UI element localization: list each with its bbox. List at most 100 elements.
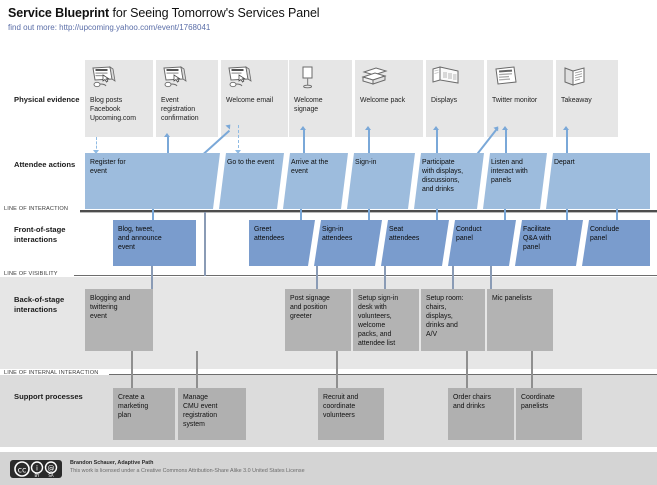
- frontstage-label: Facilitate Q&A with panel: [523, 226, 552, 251]
- evidence-card-welcome-pack[interactable]: Welcome pack: [355, 60, 423, 137]
- evidence-card-displays[interactable]: Displays: [426, 60, 484, 137]
- frontstage-conduct-panel[interactable]: Conduct panel: [448, 220, 516, 266]
- frontstage-label: Greet attendees: [254, 226, 285, 242]
- backstage-setup-signin-desk[interactable]: Setup sign-in desk with volunteers, welc…: [353, 289, 419, 351]
- arrowhead-up-takeaway: [563, 126, 569, 130]
- attendee-action-go-to-event[interactable]: Go to the event: [219, 153, 284, 209]
- backstage-label: Setup room: chairs, displays, drinks and…: [426, 295, 464, 338]
- frontstage-conclude-panel[interactable]: Conclude panel: [582, 220, 650, 266]
- backstage-post-signage[interactable]: Post signage and position greeter: [285, 289, 351, 351]
- row-label-attendee-actions: Attendee actions: [14, 160, 76, 169]
- attendee-action-sign-in[interactable]: Sign-in: [347, 153, 415, 209]
- attendee-action-label: Arrive at the event: [291, 159, 329, 175]
- evidence-card-takeaway[interactable]: Takeaway: [556, 60, 618, 137]
- connector-frontstage-seat: [436, 209, 438, 221]
- line-of-visibility-rule: [74, 275, 657, 276]
- arrowhead-up-welcome-signage: [300, 126, 306, 130]
- frontstage-label: Conduct panel: [456, 226, 482, 242]
- support-coordinate-panelists[interactable]: Coordinate panelists: [516, 388, 582, 440]
- connector-welcome-signage: [303, 130, 305, 154]
- backstage-label: Post signage and position greeter: [290, 295, 330, 320]
- svg-text:@: @: [48, 465, 55, 473]
- connector-vertical-long-left: [204, 212, 206, 276]
- evidence-label: Welcome signage: [294, 97, 323, 113]
- frontstage-blog-tweet[interactable]: Blog, tweet, and announce event: [113, 220, 196, 266]
- arrowhead-down-welcome-email: [234, 150, 241, 154]
- connector-dashed-welcome-email: [238, 125, 239, 153]
- frontstage-label: Sign-in attendees: [322, 226, 353, 242]
- connector-support-order-chairs: [466, 351, 468, 388]
- connector-support-marketing-plan: [131, 351, 133, 388]
- frontstage-signin-attendees[interactable]: Sign-in attendees: [314, 220, 382, 266]
- attendee-action-label: Register for event: [90, 159, 126, 175]
- connector-displays: [436, 130, 438, 154]
- connector-backstage-blogging: [151, 266, 153, 290]
- footer-text: Brandon Schauer, Adaptive Path This work…: [70, 460, 305, 474]
- header: Service Blueprint for Seeing Tomorrow's …: [8, 6, 320, 32]
- frontstage-greet-attendees[interactable]: Greet attendees: [249, 220, 315, 266]
- support-create-marketing-plan[interactable]: Create a marketing plan: [113, 388, 175, 440]
- attendee-action-label: Depart: [554, 159, 575, 166]
- connector-backstage-setup-room: [452, 266, 454, 290]
- frontstage-facilitate-qa[interactable]: Facilitate Q&A with panel: [515, 220, 583, 266]
- backstage-setup-room[interactable]: Setup room: chairs, displays, drinks and…: [421, 289, 485, 351]
- creative-commons-by-sa-badge-icon: cc i BY @ SA: [10, 460, 62, 478]
- line-of-visibility-label: LINE OF VISIBILITY: [4, 271, 58, 277]
- svg-text:SA: SA: [48, 473, 54, 478]
- attendee-action-label: Go to the event: [227, 159, 275, 166]
- backstage-mic-panelists[interactable]: Mic panelists: [487, 289, 553, 351]
- title-strong: Service Blueprint: [8, 6, 110, 20]
- line-of-internal-interaction-label: LINE OF INTERNAL INTERACTION: [4, 370, 99, 376]
- attendee-action-arrive[interactable]: Arrive at the event: [283, 153, 348, 209]
- evidence-card-twitter-monitor[interactable]: Twitter monitor: [487, 60, 553, 137]
- display-panels-icon: [431, 66, 461, 90]
- subtitle-link[interactable]: find out more: http://upcoming.yahoo.com…: [8, 23, 211, 32]
- attendee-action-listen[interactable]: Listen and interact with panels: [483, 153, 547, 209]
- booklet-icon: [561, 66, 591, 90]
- svg-text:i: i: [36, 465, 38, 473]
- support-manage-cmu-system[interactable]: Manage CMU event registration system: [178, 388, 246, 440]
- evidence-label: Takeaway: [561, 97, 592, 104]
- monitor-cursor-icon: [161, 66, 191, 90]
- support-order-chairs-drinks[interactable]: Order chairs and drinks: [448, 388, 514, 440]
- connector-frontstage-greet: [300, 209, 302, 221]
- evidence-card-event-registration-confirmation[interactable]: Event registration confirmation: [156, 60, 218, 137]
- arrowhead-up-welcome-pack: [365, 126, 371, 130]
- connector-event-reg: [167, 137, 169, 154]
- connector-frontstage-blog: [152, 209, 154, 221]
- support-label: Coordinate panelists: [521, 394, 555, 410]
- evidence-card-welcome-signage[interactable]: Welcome signage: [289, 60, 352, 137]
- connector-backstage-mic-panelists: [490, 266, 492, 290]
- svg-text:cc: cc: [18, 466, 27, 475]
- connector-dashed-blog: [96, 137, 97, 153]
- support-label: Manage CMU event registration system: [183, 394, 218, 428]
- attendee-action-register[interactable]: Register for event: [85, 153, 220, 209]
- frontstage-seat-attendees[interactable]: Seat attendees: [381, 220, 449, 266]
- evidence-label: Displays: [431, 97, 458, 104]
- monitor-cursor-icon: [226, 66, 256, 90]
- footer-author: Brandon Schauer, Adaptive Path: [70, 460, 154, 466]
- backstage-label: Blogging and twittering event: [90, 295, 131, 320]
- evidence-label: Welcome email: [226, 97, 273, 104]
- connector-frontstage-signin: [368, 209, 370, 221]
- evidence-card-welcome-email[interactable]: Welcome email: [221, 60, 288, 137]
- connector-welcome-pack: [368, 130, 370, 154]
- support-recruit-volunteers[interactable]: Recruit and coordinate volunteers: [318, 388, 384, 440]
- arrowhead-up-event-reg: [164, 133, 170, 137]
- attendee-action-depart[interactable]: Depart: [546, 153, 650, 209]
- connector-backstage-setup-signin: [384, 266, 386, 290]
- connector-backstage-post-signage: [316, 266, 318, 290]
- line-of-internal-interaction-rule: [109, 374, 657, 375]
- connector-support-cmu-system: [196, 351, 198, 388]
- backstage-blogging-twittering[interactable]: Blogging and twittering event: [85, 289, 153, 351]
- arrowhead-up-displays: [433, 126, 439, 130]
- attendee-action-participate[interactable]: Participate with displays, discussions, …: [414, 153, 484, 209]
- evidence-label: Event registration confirmation: [161, 97, 199, 122]
- evidence-card-blog-posts[interactable]: Blog posts Facebook Upcoming.com: [85, 60, 153, 137]
- connector-twitter-monitor: [505, 130, 507, 154]
- page-title: Service Blueprint for Seeing Tomorrow's …: [8, 6, 320, 20]
- connector-frontstage-conduct: [504, 209, 506, 221]
- support-label: Recruit and coordinate volunteers: [323, 394, 359, 419]
- frontstage-label: Seat attendees: [389, 226, 420, 242]
